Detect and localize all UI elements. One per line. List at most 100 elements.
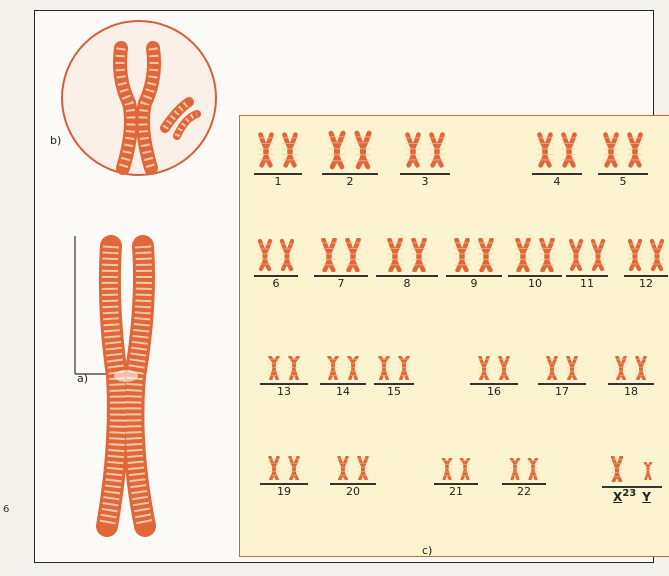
chromosome: [534, 130, 556, 170]
chromosome: [536, 238, 558, 272]
chromosome: [324, 356, 342, 380]
chromosome: [475, 356, 493, 380]
chromosome: [588, 238, 608, 272]
chromosome: [384, 238, 406, 272]
y-label: Y: [642, 490, 651, 504]
pair-number: 17: [538, 385, 586, 398]
chromosome: [255, 130, 277, 170]
chromosome-pair-17: 17: [538, 356, 586, 402]
pair-number: 18: [608, 385, 654, 398]
chromosome: [612, 356, 630, 380]
chromosome: [624, 130, 646, 170]
pair-number: 14: [320, 385, 366, 398]
pair-number: 20: [330, 485, 376, 498]
chromosome-y: [642, 462, 654, 480]
sex-pair-label: X23 Y: [602, 488, 662, 504]
chromosome-pair-20: 20: [330, 456, 376, 502]
chromosome-pair-9: 9: [446, 238, 502, 294]
chromosome: [563, 356, 581, 380]
chromosome: [647, 238, 667, 272]
chromosome-pair-7: 7: [314, 238, 368, 294]
pair-number: 1: [254, 175, 302, 188]
chromosome-pair-18: 18: [608, 356, 654, 402]
chromosome: [344, 356, 362, 380]
chromosome-pair-sex: X23 Y: [602, 456, 662, 512]
pair-number: 4: [532, 175, 582, 188]
pair-number: 9: [446, 277, 502, 290]
chromosome: [285, 456, 303, 480]
chromosome-pair-8: 8: [376, 238, 438, 294]
pair-number: 16: [470, 385, 518, 398]
chromosome-pair-22: 22: [502, 458, 546, 502]
chromosome: [255, 238, 275, 272]
chromosome: [265, 356, 283, 380]
chromosome: [351, 130, 375, 170]
chromosome: [334, 456, 352, 480]
chromosome-pair-21: 21: [434, 458, 478, 502]
chromosome: [395, 356, 413, 380]
pair-number: 6: [254, 277, 298, 290]
chromosome: [325, 130, 349, 170]
chromosome-pair-3: 3: [400, 130, 450, 192]
chromosome: [495, 356, 513, 380]
pair-number: 21: [434, 485, 478, 498]
chromosome-pair-11: 11: [566, 238, 608, 294]
label-b: b): [50, 134, 61, 147]
pair-number: 7: [314, 277, 368, 290]
chromosome-x: [608, 456, 626, 482]
chromosome-pair-16: 16: [470, 356, 518, 402]
chromosome: [451, 238, 473, 272]
chromosome: [600, 130, 622, 170]
pair-number: 22: [502, 485, 546, 498]
label-c: c): [422, 544, 432, 557]
chromosome: [277, 238, 297, 272]
pair-number: 3: [400, 175, 450, 188]
pair-number: 23: [622, 488, 636, 499]
chromosome-pair-12: 12: [624, 238, 668, 294]
chromosome-pair-13: 13: [260, 356, 308, 402]
chromosome-closeup-circle: [59, 18, 219, 178]
large-chromosome: [71, 226, 201, 546]
chromosome-pair-5: 5: [598, 130, 648, 192]
pair-number: 10: [508, 277, 562, 290]
chromosome: [342, 238, 364, 272]
chromosome: [566, 238, 586, 272]
pair-number: 19: [260, 485, 308, 498]
chromosome: [402, 130, 424, 170]
label-a: a): [77, 372, 88, 385]
chromosome-pair-15: 15: [374, 356, 414, 402]
chromosome-pair-10: 10: [508, 238, 562, 294]
x-label: X: [613, 490, 622, 504]
pair-number: 13: [260, 385, 308, 398]
chromosome: [354, 456, 372, 480]
pair-number: 12: [624, 277, 668, 290]
pair-number: 15: [374, 385, 414, 398]
chromosome-pair-19: 19: [260, 456, 308, 502]
pair-number: 5: [598, 175, 648, 188]
chromosome: [279, 130, 301, 170]
pair-number: 11: [566, 277, 608, 290]
chromosome: [439, 458, 455, 480]
chromosome: [457, 458, 473, 480]
chromosome-pair-4: 4: [532, 130, 582, 192]
chromosome-pair-6: 6: [254, 238, 298, 294]
chromosome: [475, 238, 497, 272]
chromosome: [318, 238, 340, 272]
chromosome: [558, 130, 580, 170]
pair-number: 2: [322, 175, 378, 188]
chromosome-pair-1: 1: [254, 130, 302, 192]
chromosome: [512, 238, 534, 272]
chromosome: [525, 458, 541, 480]
chromosome: [543, 356, 561, 380]
chromosome-pair-14: 14: [320, 356, 366, 402]
pair-number: 8: [376, 277, 438, 290]
chromosome-pair-2: 2: [322, 130, 378, 192]
chromosome: [632, 356, 650, 380]
chromosome: [507, 458, 523, 480]
edge-glyph: 6: [3, 504, 9, 515]
chromosome: [426, 130, 448, 170]
chromosome: [375, 356, 393, 380]
chromosome: [265, 456, 283, 480]
